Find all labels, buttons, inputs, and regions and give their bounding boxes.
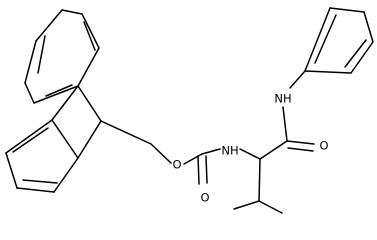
- carbamate-carbonyl-oxygen-label: O: [200, 191, 209, 205]
- bond-line-38: [344, 39, 367, 68]
- bond-line-41: [258, 200, 283, 214]
- bond-line-34: [363, 11, 374, 43]
- bond-line-21: [150, 143, 172, 164]
- bond-line-16: [5, 119, 53, 154]
- bond-line-4: [81, 13, 100, 49]
- bond-line-33: [329, 7, 365, 13]
- bond-line-3: [61, 9, 83, 15]
- bond-line-5: [77, 47, 100, 87]
- bond-line-1: [24, 40, 37, 84]
- bond-line-37: [314, 14, 337, 64]
- amide-nh-label: NH: [274, 92, 291, 106]
- bond-line-27: [259, 140, 288, 160]
- bond-line-10: [77, 85, 102, 122]
- bond-lines: [5, 7, 374, 214]
- bond-line-28: [286, 140, 315, 145]
- bond-line-13: [53, 157, 79, 193]
- bond-line-24: [197, 155, 200, 185]
- bond-line-32: [304, 7, 331, 72]
- bond-line-35: [350, 41, 374, 74]
- bond-line-22: [183, 153, 203, 165]
- bond-line-11: [51, 85, 79, 121]
- bond-line-25: [205, 155, 208, 184]
- bond-line-39: [258, 158, 261, 202]
- bond-line-8: [83, 21, 96, 51]
- amide-carbonyl-oxygen-label: O: [319, 139, 328, 153]
- carbamate-nh-label: NH: [221, 144, 238, 158]
- bond-line-30: [282, 106, 288, 142]
- bond-line-26: [239, 148, 261, 160]
- bond-line-9: [45, 84, 73, 97]
- bond-line-12: [77, 120, 102, 159]
- bond-line-17: [51, 119, 79, 159]
- bond-line-2: [24, 82, 35, 104]
- bond-line-40: [233, 200, 260, 210]
- bond-line-6: [33, 85, 79, 104]
- bond-line-15: [5, 152, 18, 189]
- atom-labels: O NH O NH O: [172, 92, 328, 205]
- bond-line-23: [201, 148, 221, 155]
- bond-line-19: [12, 127, 49, 153]
- bond-line-14: [16, 187, 55, 193]
- bond-line-31: [289, 70, 306, 89]
- bond-line-7: [37, 35, 46, 74]
- bond-line-36: [304, 70, 352, 74]
- bond-line-20: [100, 120, 152, 145]
- ester-oxygen-label: O: [172, 158, 181, 172]
- bond-line-29: [287, 147, 314, 152]
- bond-line-0: [35, 9, 63, 42]
- bond-line-18: [22, 179, 58, 184]
